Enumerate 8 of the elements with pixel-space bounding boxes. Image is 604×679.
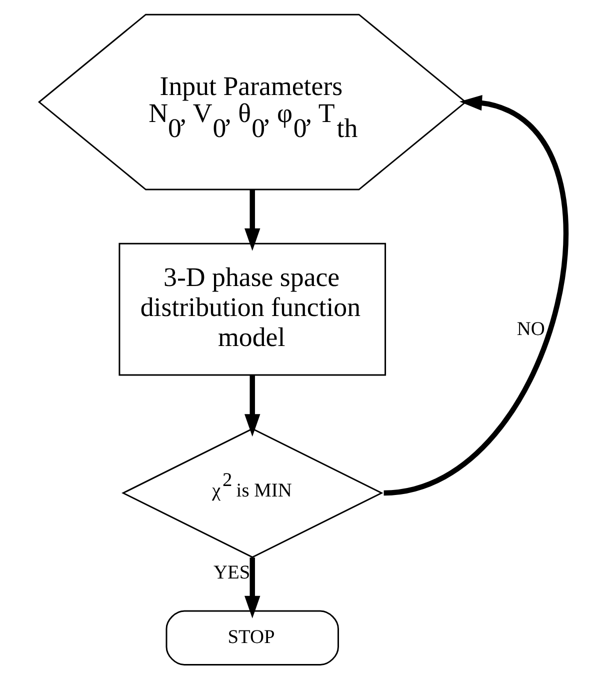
node-box: STOP — [165, 610, 338, 666]
node-box: 3-D phase space distribution function model — [118, 242, 386, 376]
arrow — [244, 375, 260, 437]
arrow — [244, 558, 260, 618]
arrow — [244, 190, 260, 251]
arrow — [382, 94, 568, 496]
edge-label: YES — [213, 562, 250, 584]
edge-label: NO — [516, 319, 544, 340]
